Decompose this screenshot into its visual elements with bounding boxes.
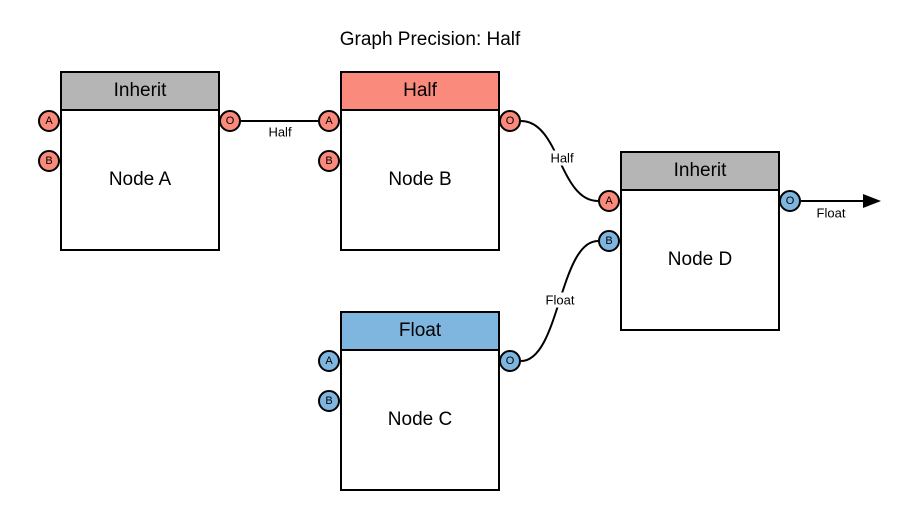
port-a-o[interactable]: O [219,110,241,132]
node-b-label: Node B [388,169,452,190]
node-a-label: Node A [108,169,172,190]
edge-c-o-to-d-b-label: Float [543,292,577,308]
port-d-o[interactable]: O [779,190,801,212]
port-d-b[interactable]: B [598,230,620,252]
port-c-b[interactable]: B [318,390,340,412]
node-a-header: Inherit [62,73,218,111]
edge-a-o-to-b-a-label: Half [266,124,294,140]
port-a-b[interactable]: B [38,150,60,172]
port-b-o[interactable]: O [499,110,521,132]
edge-b-o-to-d-a-label: Half [548,150,576,166]
port-c-o[interactable]: O [499,350,521,372]
port-d-a[interactable]: A [598,190,620,212]
node-d-header: Inherit [622,153,778,191]
port-c-a[interactable]: A [318,350,340,372]
node-b-header: Half [342,73,498,111]
port-b-b[interactable]: B [318,150,340,172]
node-c-header: Float [342,313,498,351]
node-c-label: Node C [387,409,453,430]
node-d-label: Node D [667,249,733,270]
port-b-a[interactable]: A [318,110,340,132]
port-a-a[interactable]: A [38,110,60,132]
graph-title: Graph Precision: Half [339,29,521,50]
edge-d-o-to-out-label: Float [814,205,848,221]
edge-d-o-to-out-arrowhead-icon [863,194,881,208]
